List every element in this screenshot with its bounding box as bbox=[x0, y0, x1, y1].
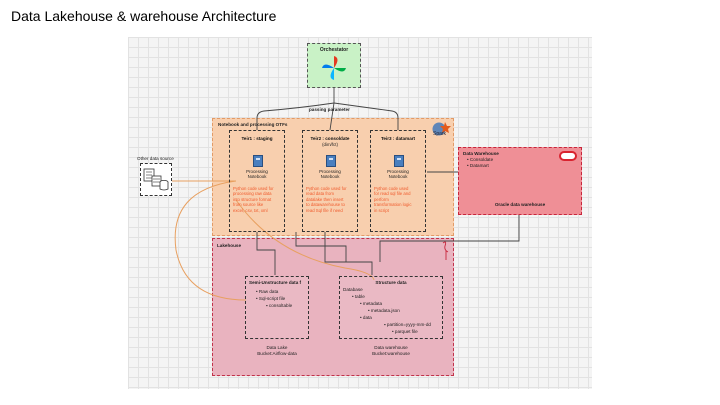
lakehouse-region: Lakehouse bbox=[212, 238, 454, 376]
semi-caption-2: Bucket:Airflow-data bbox=[257, 351, 297, 356]
spark-logo-icon: Spark bbox=[430, 121, 452, 137]
tier-2-desc-line: read Sql file if need bbox=[306, 207, 343, 213]
orch-to-tier3 bbox=[333, 102, 399, 130]
tier-2-notebook-label-2: Notebook bbox=[320, 174, 340, 179]
tier1-to-structure-curve bbox=[235, 199, 375, 281]
oracle-logo-icon bbox=[559, 151, 577, 161]
tier-2-desc-line: Python code used for bbox=[306, 186, 347, 191]
structure-caption: Data warehouse Bucket:warehouse bbox=[339, 345, 443, 357]
notebook-region: Notebook and processing OTFs bbox=[212, 118, 454, 236]
orchestrator-label: Orchestator bbox=[319, 47, 349, 53]
notebook-icon bbox=[326, 155, 336, 167]
tier-2-desc-line: datalake then insert bbox=[306, 196, 344, 202]
airflow-icon bbox=[322, 56, 346, 80]
tier-1-box: Teir1 : staging Processing Notebook Pyth… bbox=[229, 130, 285, 232]
tier-3-desc-line: in script bbox=[374, 207, 389, 213]
tier-1-notebook-label-2: Notebook bbox=[247, 174, 267, 179]
orch-to-tier2 bbox=[329, 102, 335, 131]
semi-bullet: • Sql-script file bbox=[256, 296, 286, 301]
orchestrator-box: Orchestator bbox=[307, 43, 361, 88]
source-curve bbox=[174, 180, 247, 301]
tier-3-desc-line: for read sql file and bbox=[374, 191, 411, 197]
structure-data-title: Structure data bbox=[375, 280, 407, 285]
data-warehouse-label: Data Warehouse bbox=[463, 151, 499, 156]
tier-3-desc-line: transformation logic bbox=[374, 202, 412, 208]
tier-1-desc-line: excel, csv, txt, xml bbox=[233, 207, 268, 213]
semi-bullet: • Raw data bbox=[256, 289, 279, 294]
tier-3-box: Teir3 : datamart Processing Notebook Pyt… bbox=[370, 130, 426, 232]
other-data-source-label: Other data source bbox=[137, 156, 174, 161]
tier-2-desc-line: to datawarehouse to bbox=[306, 202, 345, 208]
tier-1-title: Teir1 : staging bbox=[241, 136, 273, 141]
other-data-source-box bbox=[140, 163, 172, 196]
structure-bullet: ▪ partition=yyyy-mm-dd bbox=[384, 322, 431, 327]
semi-sub-bullet: ▪ consoltable bbox=[266, 303, 293, 308]
tier-3-notebook-label-2: Notebook bbox=[388, 174, 408, 179]
tier-3-desc-line: perform bbox=[374, 196, 389, 202]
tier2-to-lake bbox=[324, 232, 373, 275]
tier-1-notebook-label-1: Processing bbox=[246, 169, 268, 174]
structure-bullet: • metadata bbox=[360, 301, 383, 306]
tier1-to-semi bbox=[256, 232, 276, 275]
tier-2-desc-line: read data from bbox=[306, 191, 334, 197]
structure-caption-1: Data warehouse bbox=[374, 345, 408, 350]
passing-parameter-label: passing parameter bbox=[309, 107, 350, 112]
notebook-icon bbox=[253, 155, 263, 167]
semi-caption-1: Data Lake bbox=[266, 345, 288, 350]
tier-1-desc-line: Python code used for bbox=[233, 186, 274, 191]
tier-3-notebook-label-1: Processing bbox=[387, 169, 409, 174]
orch-to-tier1 bbox=[256, 102, 335, 130]
tier-3-title: Teir3 : datamart bbox=[380, 136, 416, 141]
svg-text:Spark: Spark bbox=[433, 131, 447, 136]
notebook-region-label: Notebook and processing OTFs bbox=[218, 122, 288, 127]
tier2-side bbox=[295, 232, 347, 262]
lakehouse-region-label: Lakehouse bbox=[217, 243, 241, 248]
structure-data-box: Structure data Database • table • metada… bbox=[339, 276, 443, 339]
tier-1-desc-line: processing raw data bbox=[233, 191, 272, 197]
tier-2-notebook-label-1: Processing bbox=[319, 169, 341, 174]
lakehouse-logo-mark bbox=[442, 241, 449, 260]
tier-1-desc-line: into structure format bbox=[233, 196, 272, 202]
tier-3-desc-line: Python code used bbox=[374, 186, 409, 191]
structure-bullet: • metadata.json bbox=[368, 308, 400, 313]
data-warehouse-item: • Consoldate bbox=[467, 157, 494, 162]
data-warehouse-item: • Datamart bbox=[467, 163, 489, 168]
structure-bullet: • table bbox=[352, 294, 365, 299]
semi-structure-box: Semi-Unstructure data f • Raw data • Sql… bbox=[245, 276, 309, 339]
slide-title: Data Lakehouse & warehouse Architecture bbox=[11, 8, 277, 24]
tier-2-title: Teir2 : consoldate bbox=[310, 136, 350, 141]
structure-bullet: • data bbox=[360, 315, 372, 320]
structure-bullet: • parquet file bbox=[392, 329, 418, 334]
dw-down bbox=[379, 215, 520, 262]
notebook-icon bbox=[394, 155, 404, 167]
structure-caption-2: Bucket:warehouse bbox=[372, 351, 410, 356]
tier-1-desc-line: from source like bbox=[233, 202, 264, 208]
tier-2-box: Teir2 : consoldate (dim/fct) Processing … bbox=[302, 130, 358, 232]
structure-database-label: Database bbox=[343, 287, 363, 292]
semi-caption: Data Lake Bucket:Airflow-data bbox=[245, 345, 309, 357]
data-warehouse-footer: Oracle data warehouse bbox=[494, 202, 546, 207]
data-source-icon bbox=[143, 168, 169, 191]
semi-structure-title: Semi-Unstructure data f bbox=[249, 280, 302, 285]
tier-2-subtitle: (dim/fct) bbox=[322, 142, 338, 147]
